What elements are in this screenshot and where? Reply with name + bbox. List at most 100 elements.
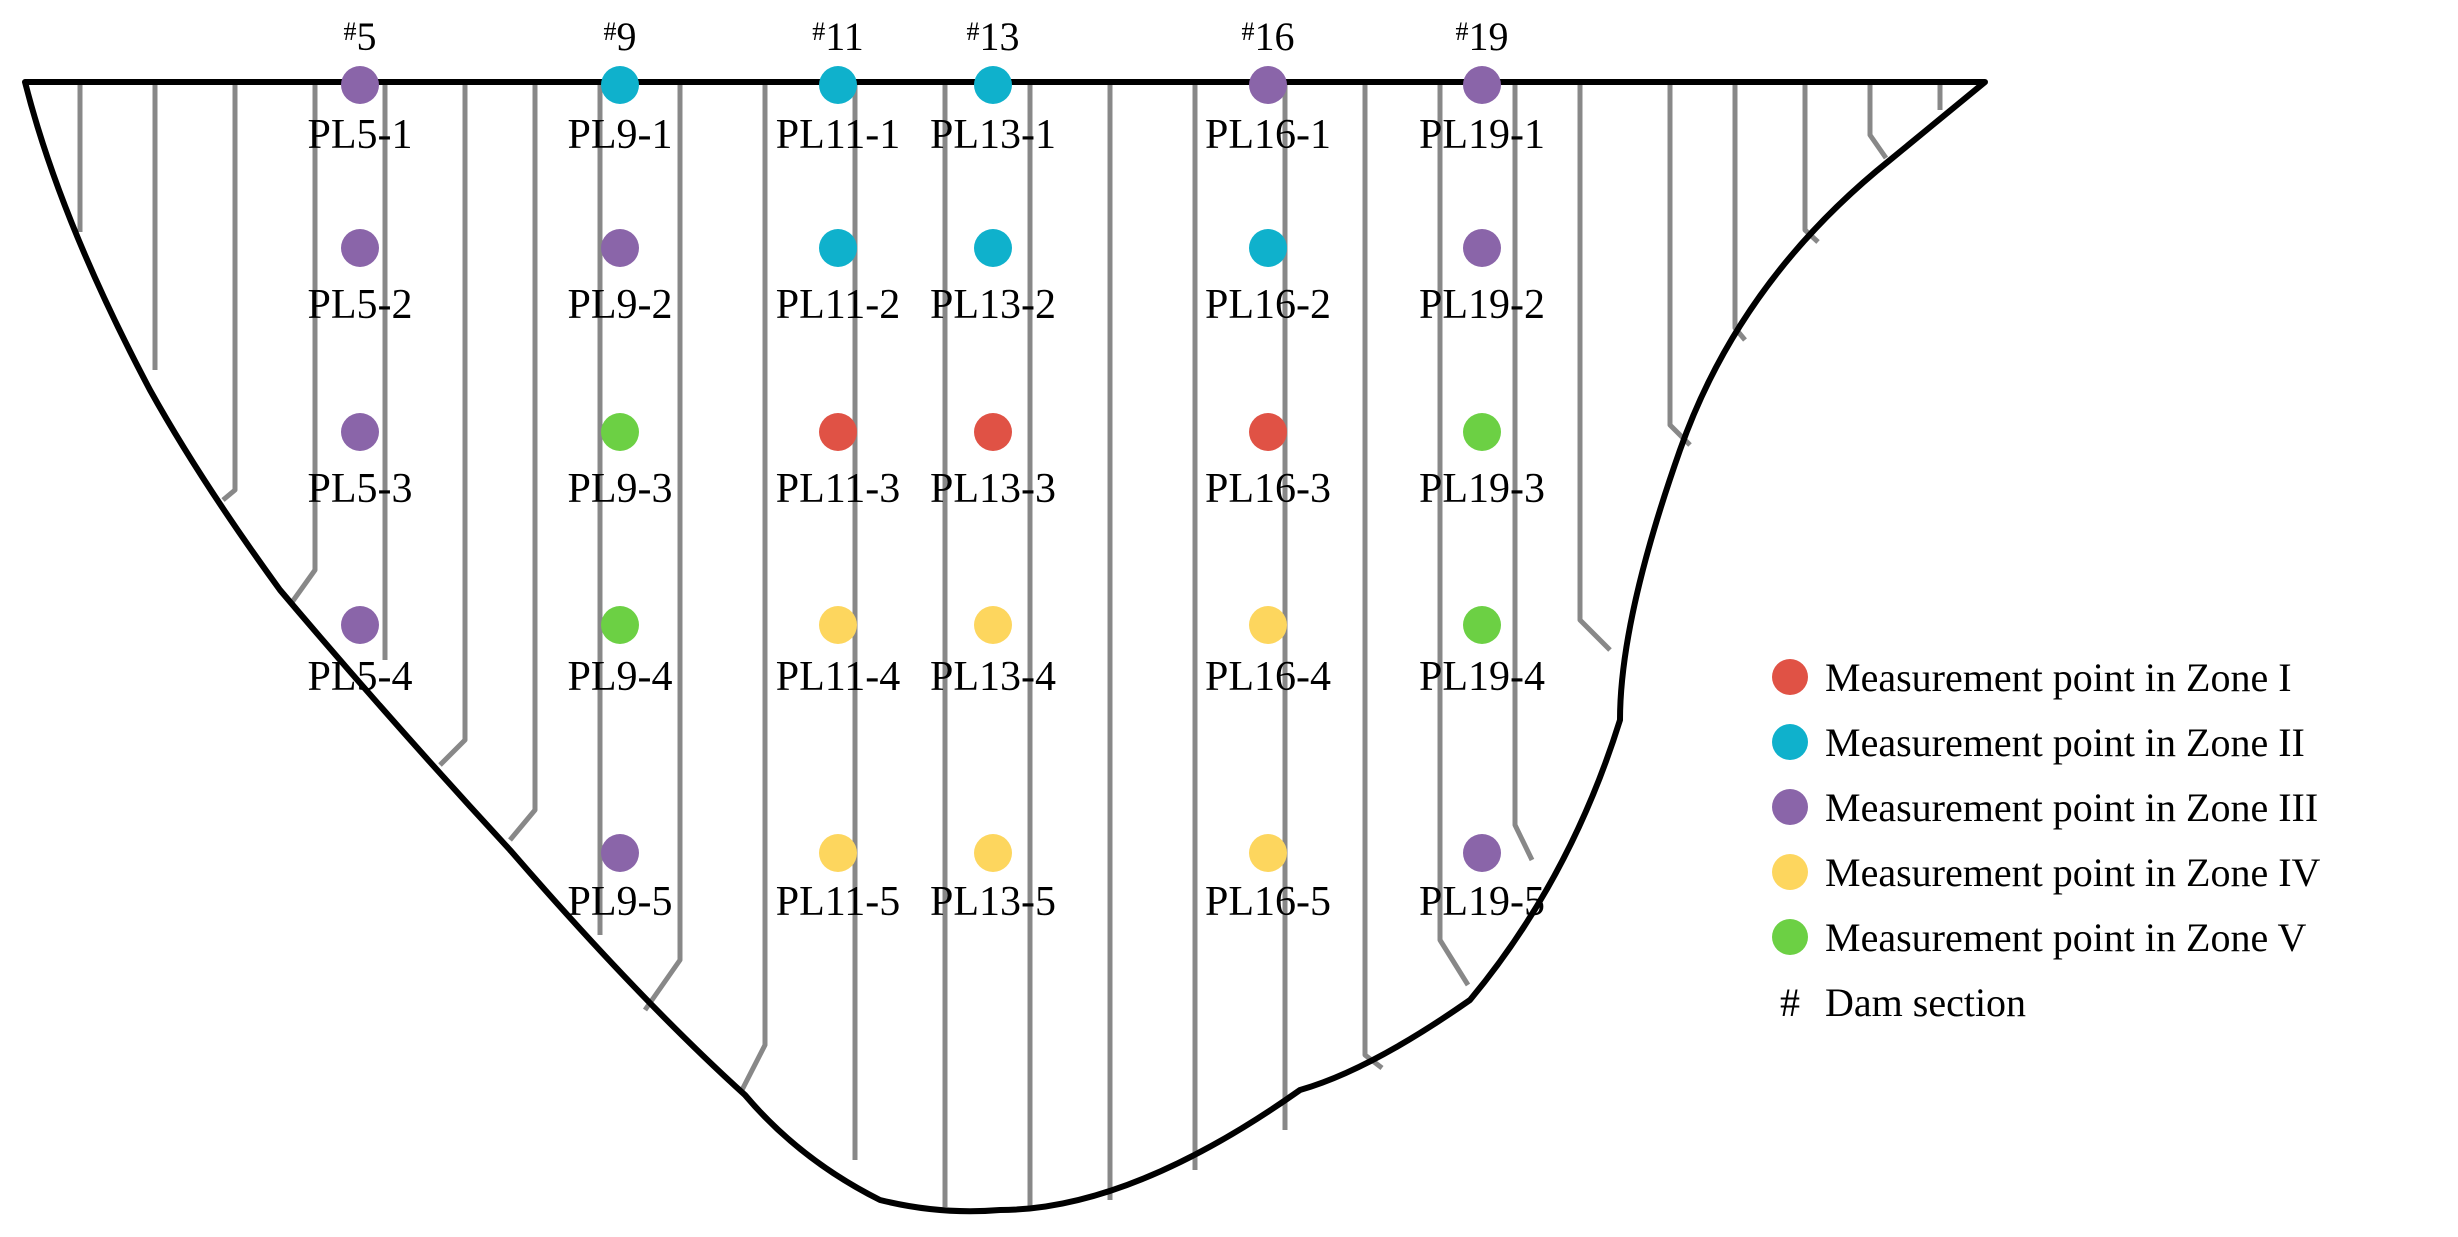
- measurement-point-dot: [341, 229, 379, 267]
- block-joint-line: [1732, 82, 1747, 342]
- measurement-point-label: PL16-1: [1205, 112, 1331, 158]
- measurement-point-dot: [974, 834, 1012, 872]
- legend-section-symbol: #: [1780, 980, 1800, 1025]
- measurement-point-dot: [1463, 66, 1501, 104]
- block-joint-line: [1437, 82, 1471, 987]
- measurement-point-label: PL19-1: [1419, 112, 1545, 158]
- measurement-point-label: PL11-3: [776, 466, 900, 512]
- legend-label: Measurement point in Zone V: [1825, 915, 2307, 960]
- measurement-point-dot: [819, 66, 857, 104]
- measurement-point-dot: [1249, 834, 1287, 872]
- measurement-point-dot: [974, 66, 1012, 104]
- section-marker: #: [604, 17, 617, 46]
- section-label: #5: [344, 14, 377, 59]
- measurement-point-dot: [601, 229, 639, 267]
- legend-label: Measurement point in Zone III: [1825, 785, 2318, 830]
- section-number: 9: [617, 14, 637, 59]
- measurement-point-label: PL11-5: [776, 879, 900, 925]
- measurement-point-label: PL16-3: [1205, 466, 1331, 512]
- legend-label: Measurement point in Zone II: [1825, 720, 2305, 765]
- measurement-point-dot: [601, 606, 639, 644]
- measurement-point-dot: [819, 413, 857, 451]
- section-marker: #: [967, 17, 980, 46]
- measurement-point-dot: [341, 66, 379, 104]
- block-joint-line: [1802, 82, 1820, 244]
- measurement-point-label: PL13-5: [930, 879, 1056, 925]
- measurement-point-label: PL5-1: [308, 112, 413, 158]
- measurement-point-dot: [819, 229, 857, 267]
- section-number: 16: [1255, 14, 1295, 59]
- measurement-point-dot: [819, 606, 857, 644]
- measurement-point-dot: [974, 229, 1012, 267]
- legend-swatch: [1772, 724, 1808, 760]
- measurement-point-dot: [1463, 834, 1501, 872]
- measurement-point-label: PL5-2: [308, 282, 413, 328]
- measurement-point-label: PL19-5: [1419, 879, 1545, 925]
- section-number: 13: [980, 14, 1020, 59]
- section-marker: #: [1456, 17, 1469, 46]
- measurement-point-label: PL5-3: [308, 466, 413, 512]
- measurement-point-label: PL9-3: [568, 466, 673, 512]
- dam-outline: [22, 79, 1988, 1215]
- measurement-point-dot: [341, 413, 379, 451]
- measurement-point-label: PL13-1: [930, 112, 1056, 158]
- measurement-point-label: PL9-5: [568, 879, 673, 925]
- block-joint-line: [438, 82, 468, 767]
- section-label: #16: [1242, 14, 1295, 59]
- measurement-point-dot: [601, 66, 639, 104]
- measurement-point-dot: [1249, 413, 1287, 451]
- measurement-point-dot: [1463, 229, 1501, 267]
- section-labels: #5#9#11#13#16#19: [344, 14, 1509, 59]
- section-number: 11: [825, 14, 864, 59]
- measurement-point-label: PL11-4: [776, 654, 900, 700]
- measurement-point-dot: [974, 413, 1012, 451]
- block-joint-line: [1667, 82, 1692, 447]
- block-joint-line: [739, 82, 768, 1092]
- measurement-point-dot: [1249, 606, 1287, 644]
- measurement-point-dot: [819, 834, 857, 872]
- measurement-point-label: PL9-4: [568, 654, 673, 700]
- legend-section-label: Dam section: [1825, 980, 2026, 1025]
- section-label: #9: [604, 14, 637, 59]
- measurement-point-dot: [601, 413, 639, 451]
- block-joint-line: [642, 82, 683, 1012]
- section-number: 19: [1469, 14, 1509, 59]
- measurement-point-label: PL19-3: [1419, 466, 1545, 512]
- block-joint-line: [1362, 82, 1384, 1070]
- measurement-point-label: PL19-4: [1419, 654, 1545, 700]
- dam-block-joints: [77, 82, 1943, 1210]
- section-marker: #: [812, 17, 825, 46]
- measurement-point-label: PL9-2: [568, 282, 673, 328]
- section-marker: #: [1242, 17, 1255, 46]
- measurement-point-label: PL13-3: [930, 466, 1056, 512]
- section-marker: #: [344, 17, 357, 46]
- measurement-point-dot: [1463, 413, 1501, 451]
- measurement-point-label: PL11-2: [776, 282, 900, 328]
- measurement-point-dot: [341, 606, 379, 644]
- legend-swatch: [1772, 659, 1808, 695]
- legend-swatch: [1772, 789, 1808, 825]
- measurement-point-dot: [1463, 606, 1501, 644]
- measurement-point-label: PL11-1: [776, 112, 900, 158]
- measurement-point-label: PL5-4: [308, 654, 413, 700]
- legend-swatch: [1772, 919, 1808, 955]
- measurement-point-label: PL16-5: [1205, 879, 1331, 925]
- block-joint-line: [287, 82, 318, 607]
- section-number: 5: [357, 14, 377, 59]
- block-joint-line: [221, 82, 238, 502]
- measurement-point-label: PL13-2: [930, 282, 1056, 328]
- measurement-point-dot: [974, 606, 1012, 644]
- block-joint-line: [1867, 82, 1889, 160]
- section-label: #11: [812, 14, 864, 59]
- legend-label: Measurement point in Zone IV: [1825, 850, 2321, 895]
- block-joint-line: [508, 82, 538, 842]
- measurement-point-label: PL16-4: [1205, 654, 1331, 700]
- section-label: #19: [1456, 14, 1509, 59]
- measurement-point-label: PL9-1: [568, 112, 673, 158]
- legend-swatch: [1772, 854, 1808, 890]
- measurement-point-label: PL13-4: [930, 654, 1056, 700]
- section-label: #13: [967, 14, 1020, 59]
